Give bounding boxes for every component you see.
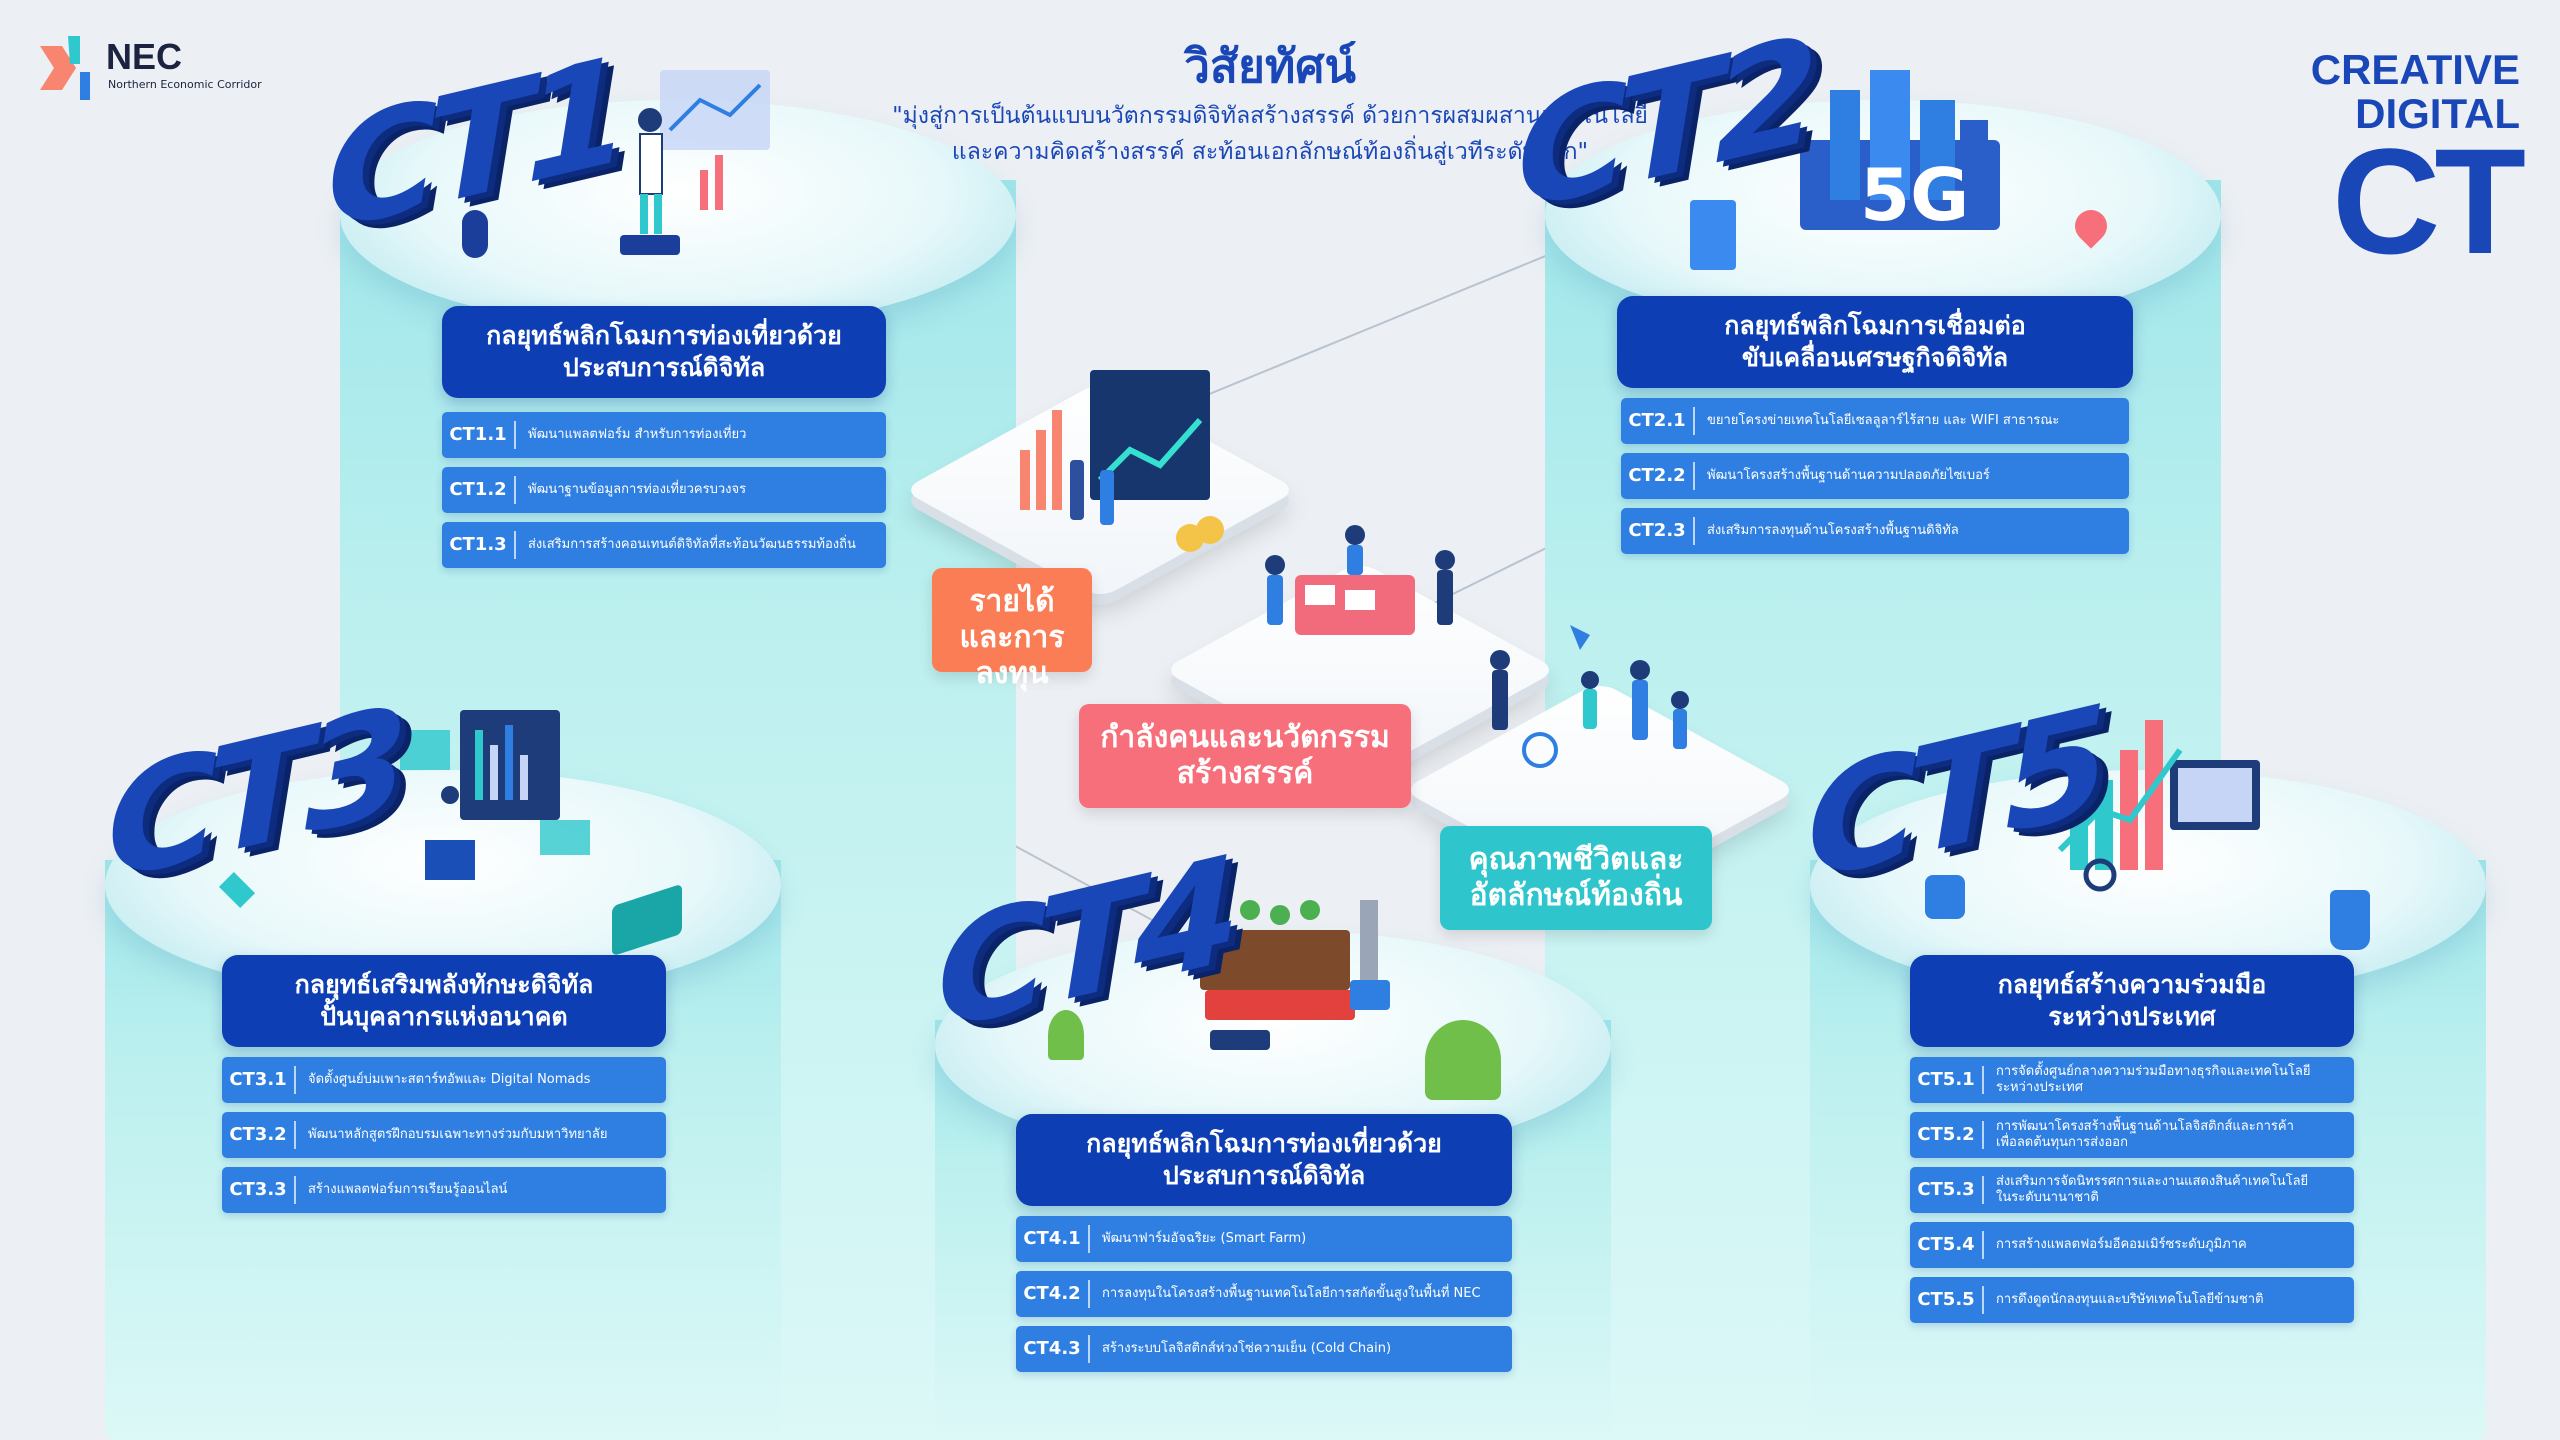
strategy-title-ct1: กลยุทธ์พลิกโฉมการท่องเที่ยวด้วย ประสบการ… [442, 306, 886, 398]
strategy-title-ct5: กลยุทธ์สร้างความร่วมมือ ระหว่างประเทศ [1910, 955, 2354, 1047]
strategy-panel-ct2: กลยุทธ์พลิกโฉมการเชื่อมต่อ ขับเคลื่อนเศร… [1617, 296, 2133, 554]
strategy-item: CT5.5 การดึงดูดนักลงทุนและบริษัทเทคโนโลยี… [1910, 1277, 2354, 1323]
strategy-item: CT5.4 การสร้างแพลตฟอร์มอีคอมเมิร์ซระดับภู… [1910, 1222, 2354, 1268]
workforce-label: กำลังคนและนวัตกรรม สร้างสรรค์ [1079, 704, 1411, 808]
item-code: CT4.2 [1016, 1280, 1090, 1308]
creative-digital-brand: CREATIVE DIGITAL CT [2270, 46, 2526, 285]
cylinder-decoration-ct1 [462, 210, 488, 258]
investment-chart-illustration [1020, 370, 1224, 552]
brand-line-2: DIGITAL [2355, 90, 2520, 137]
item-text: การดึงดูดนักลงทุนและบริษัทเทคโนโลยีข้ามช… [1996, 1292, 2264, 1307]
smart-farm-illustration [1200, 900, 1390, 1050]
strategy-item: CT1.2 พัฒนาฐานข้อมูลการท่องเที่ยวครบวงจร [442, 467, 886, 513]
plant-decoration-ct5 [2330, 890, 2370, 950]
strategy-item: CT4.1 พัฒนาฟาร์มอัจฉริยะ (Smart Farm) [1016, 1216, 1512, 1262]
item-text: ส่งเสริมการจัดนิทรรศการและงานแสดงสินค้าเ… [1996, 1174, 2309, 1205]
strategy-panel-ct5: กลยุทธ์สร้างความร่วมมือ ระหว่างประเทศ CT… [1910, 955, 2354, 1323]
tree-decoration-ct4-right [1425, 1020, 1501, 1100]
nec-logo: NEC Northern Economic Corridor [40, 36, 280, 106]
5g-label: 5G [1860, 153, 1969, 237]
item-text: ขยายโครงข่ายเทคโนโลยีเซลลูลาร์ไร้สาย และ… [1707, 413, 2060, 428]
item-code: CT5.2 [1910, 1121, 1984, 1149]
strategy-item: CT4.3 สร้างระบบโลจิสติกส์ห่วงโซ่ความเย็น … [1016, 1326, 1512, 1372]
item-text: การพัฒนาโครงสร้างพื้นฐานด้านโลจิสติกส์แล… [1996, 1119, 2294, 1150]
item-code: CT5.3 [1910, 1176, 1984, 1204]
strategy-item: CT3.3 สร้างแพลตฟอร์มการเรียนรู้ออนไลน์ [222, 1167, 666, 1213]
strategy-title-ct3: กลยุทธ์เสริมพลังทักษะดิจิทัล ปั้นบุคลากร… [222, 955, 666, 1047]
item-text: ส่งเสริมการสร้างคอนเทนต์ดิจิทัลที่สะท้อน… [528, 537, 856, 552]
item-code: CT4.1 [1016, 1225, 1090, 1253]
vision-block: วิสัยทัศน์ "มุ่งสู่การเป็นต้นแบบนวัตกรรม… [740, 38, 1800, 170]
team-meeting-illustration [1265, 525, 1455, 635]
item-text: ส่งเสริมการลงทุนด้านโครงสร้างพื้นฐานดิจิ… [1707, 523, 1959, 538]
item-text: สร้างระบบโลจิสติกส์ห่วงโซ่ความเย็น (Cold… [1102, 1341, 1392, 1356]
data-analytics-illustration [400, 710, 590, 880]
item-text: พัฒนาโครงสร้างพื้นฐานด้านความปลอดภัยไซเบ… [1707, 468, 1990, 483]
item-text: การลงทุนในโครงสร้างพื้นฐานเทคโนโลยีการสก… [1102, 1286, 1481, 1301]
item-code: CT2.2 [1621, 462, 1695, 490]
item-text: พัฒนาแพลตฟอร์ม สำหรับการท่องเที่ยว [528, 427, 747, 442]
item-text: พัฒนาหลักสูตรฝึกอบรมเฉพาะทางร่วมกับมหาวิ… [308, 1127, 608, 1142]
item-text: พัฒนาฟาร์มอัจฉริยะ (Smart Farm) [1102, 1231, 1307, 1246]
strategy-item: CT1.1 พัฒนาแพลตฟอร์ม สำหรับการท่องเที่ยว [442, 412, 886, 458]
strategy-item: CT1.3 ส่งเสริมการสร้างคอนเทนต์ดิจิทัลที่ส… [442, 522, 886, 568]
strategy-panel-ct3: กลยุทธ์เสริมพลังทักษะดิจิทัล ปั้นบุคลากร… [222, 955, 666, 1213]
nec-logo-text: NEC [106, 36, 183, 77]
item-text: จัดตั้งศูนย์บ่มเพาะสตาร์ทอัพและ Digital … [308, 1072, 591, 1087]
nec-logo-mark [40, 36, 90, 100]
strategy-title-ct2: กลยุทธ์พลิกโฉมการเชื่อมต่อ ขับเคลื่อนเศร… [1617, 296, 2133, 388]
item-code: CT3.1 [222, 1066, 296, 1094]
quality-label: คุณภาพชีวิตและ อัตลักษณ์ท้องถิ่น [1440, 826, 1712, 930]
item-code: CT2.3 [1621, 517, 1695, 545]
strategy-item: CT2.2 พัฒนาโครงสร้างพื้นฐานด้านความปลอดภั… [1621, 453, 2129, 499]
item-code: CT2.1 [1621, 407, 1695, 435]
growth-chart-illustration [2057, 720, 2260, 892]
strategy-item: CT2.3 ส่งเสริมการลงทุนด้านโครงสร้างพื้นฐา… [1621, 508, 2129, 554]
item-code: CT3.3 [222, 1176, 296, 1204]
brand-mark: CT [2332, 117, 2526, 285]
family-illustration [1490, 625, 1689, 768]
item-text: การสร้างแพลตฟอร์มอีคอมเมิร์ซระดับภูมิภาค [1996, 1237, 2247, 1252]
nec-logo-subtitle: Northern Economic Corridor [108, 78, 262, 91]
5g-city-illustration: 5G [1800, 70, 2000, 237]
strategy-title-ct4: กลยุทธ์พลิกโฉมการท่องเที่ยวด้วย ประสบการ… [1016, 1114, 1512, 1206]
server-decoration-ct2 [1690, 200, 1736, 270]
item-code: CT5.4 [1910, 1231, 1984, 1259]
strategy-panel-ct4: กลยุทธ์พลิกโฉมการท่องเที่ยวด้วย ประสบการ… [1016, 1114, 1512, 1372]
item-text: การจัดตั้งศูนย์กลางความร่วมมือทางธุรกิจแ… [1996, 1064, 2311, 1095]
item-code: CT4.3 [1016, 1335, 1090, 1363]
vision-line-2: และความคิดสร้างสรรค์ สะท้อนเอกลักษณ์ท้อง… [951, 139, 1589, 165]
strategy-item: CT4.2 การลงทุนในโครงสร้างพื้นฐานเทคโนโลยี… [1016, 1271, 1512, 1317]
item-code: CT5.1 [1910, 1066, 1984, 1094]
ar-tourism-illustration [620, 70, 770, 255]
strategy-item: CT3.1 จัดตั้งศูนย์บ่มเพาะสตาร์ทอัพและ Dig… [222, 1057, 666, 1103]
item-code: CT1.3 [442, 531, 516, 559]
strategy-item: CT2.1 ขยายโครงข่ายเทคโนโลยีเซลลูลาร์ไร้สา… [1621, 398, 2129, 444]
strategy-item: CT5.1 การจัดตั้งศูนย์กลางความร่วมมือทางธุ… [1910, 1057, 2354, 1103]
item-text: พัฒนาฐานข้อมูลการท่องเที่ยวครบวงจร [528, 482, 747, 497]
brand-line-1: CREATIVE [2310, 46, 2520, 93]
item-text: สร้างแพลตฟอร์มการเรียนรู้ออนไลน์ [308, 1182, 508, 1197]
strategy-panel-ct1: กลยุทธ์พลิกโฉมการท่องเที่ยวด้วย ประสบการ… [442, 306, 886, 568]
item-code: CT5.5 [1910, 1286, 1984, 1314]
item-code: CT1.1 [442, 421, 516, 449]
revenue-label: รายได้ และการลงทุน [932, 568, 1092, 691]
strategy-item: CT5.3 ส่งเสริมการจัดนิทรรศการและงานแสดงสิ… [1910, 1167, 2354, 1213]
strategy-item: CT3.2 พัฒนาหลักสูตรฝึกอบรมเฉพาะทางร่วมกับ… [222, 1112, 666, 1158]
item-code: CT3.2 [222, 1121, 296, 1149]
coins-decoration-ct5 [1925, 875, 1965, 919]
vision-title: วิสัยทัศน์ [1184, 39, 1356, 93]
tree-decoration-ct4-left [1048, 1010, 1084, 1060]
item-code: CT1.2 [442, 476, 516, 504]
vision-line-1: "มุ่งสู่การเป็นต้นแบบนวัตกรรมดิจิทัลสร้า… [892, 103, 1648, 129]
strategy-item: CT5.2 การพัฒนาโครงสร้างพื้นฐานด้านโลจิสติ… [1910, 1112, 2354, 1158]
